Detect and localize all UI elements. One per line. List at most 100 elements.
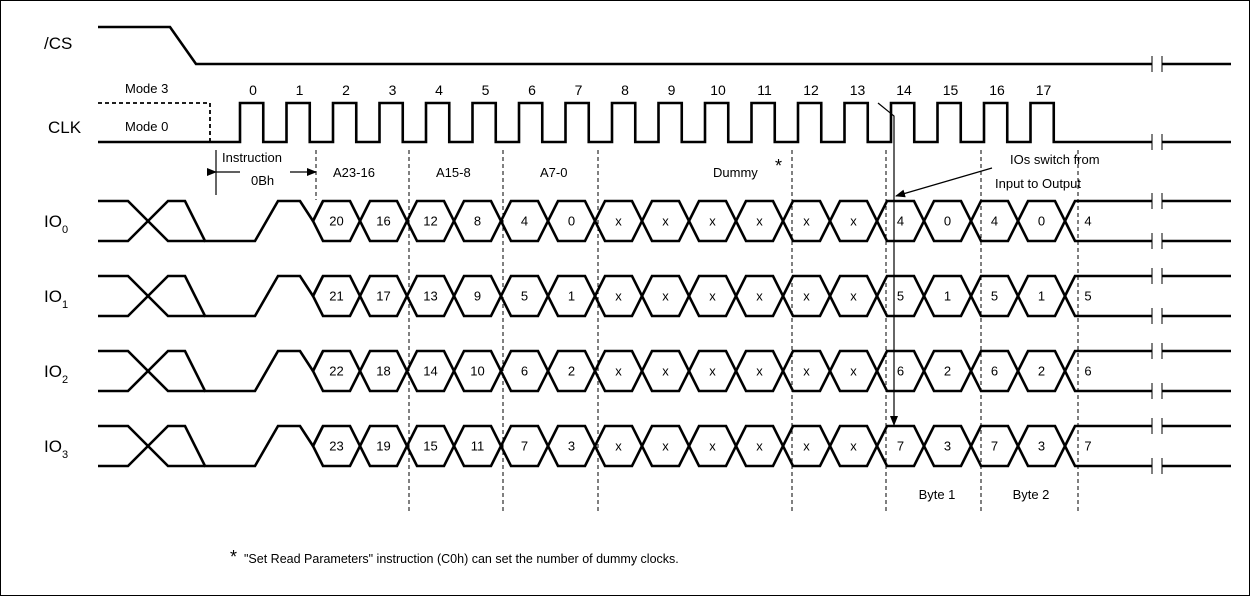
mode3-dashed-level bbox=[98, 102, 211, 142]
io-cell-value: x bbox=[662, 214, 669, 229]
clock-number-5: 5 bbox=[482, 82, 490, 98]
io-cell-value: 17 bbox=[376, 289, 390, 304]
io-cell-value: 1 bbox=[1038, 289, 1045, 304]
clock-number-9: 9 bbox=[668, 82, 676, 98]
io-cell-value: 4 bbox=[897, 214, 904, 229]
io-cell-value: 10 bbox=[470, 364, 484, 379]
io-cell-value: 5 bbox=[897, 289, 904, 304]
io-cell-value: 2 bbox=[568, 364, 575, 379]
clock-number-17: 17 bbox=[1036, 82, 1052, 98]
io-cell-value: 5 bbox=[991, 289, 998, 304]
clock-number-16: 16 bbox=[989, 82, 1005, 98]
io-cell-value: 18 bbox=[376, 364, 390, 379]
io-cell-value: 5 bbox=[1084, 289, 1091, 304]
clock-number-12: 12 bbox=[803, 82, 819, 98]
io-cell-value: 15 bbox=[423, 439, 437, 454]
clock-number-15: 15 bbox=[943, 82, 959, 98]
io0-signal-label: IO0 bbox=[44, 212, 68, 236]
footnote-asterisk: * bbox=[230, 547, 237, 567]
io-cell-value: 6 bbox=[897, 364, 904, 379]
io-rail-lower bbox=[98, 199, 315, 243]
clk-waveform bbox=[98, 101, 1152, 144]
io-cell-value: 23 bbox=[329, 439, 343, 454]
address-low-label: A7-0 bbox=[540, 165, 567, 180]
io-cell-value: 5 bbox=[521, 289, 528, 304]
clock-number-11: 11 bbox=[757, 82, 772, 98]
io-cell-value: 20 bbox=[329, 214, 343, 229]
io-cell-value: 7 bbox=[1084, 439, 1091, 454]
io3-signal-label: IO3 bbox=[44, 437, 68, 461]
io-cell-value: 8 bbox=[474, 214, 481, 229]
clock-number-10: 10 bbox=[710, 82, 726, 98]
io-cell-value: 3 bbox=[944, 439, 951, 454]
io-switch-note-line2: Input to Output bbox=[995, 176, 1081, 191]
dummy-label: Dummy bbox=[713, 165, 758, 180]
io-data-cell bbox=[1063, 424, 1152, 468]
clock-number-4: 4 bbox=[435, 82, 443, 98]
cs-signal-label: /CS bbox=[44, 34, 72, 53]
io-cell-value: 4 bbox=[1084, 214, 1091, 229]
io-cell-value: x bbox=[662, 439, 669, 454]
io-cell-value: x bbox=[615, 439, 622, 454]
io-cell-value: x bbox=[662, 289, 669, 304]
io-cell-value: x bbox=[709, 439, 716, 454]
io-cell-value: x bbox=[615, 214, 622, 229]
io-cell-value: 7 bbox=[521, 439, 528, 454]
mode0-label: Mode 0 bbox=[125, 119, 168, 134]
byte2-label: Byte 2 bbox=[1013, 487, 1050, 502]
io-cell-value: 6 bbox=[1084, 364, 1091, 379]
clock-number-13: 13 bbox=[850, 82, 866, 98]
io-cell-value: x bbox=[756, 439, 763, 454]
io-cell-value: 21 bbox=[329, 289, 343, 304]
io-cell-value: x bbox=[803, 289, 810, 304]
io-cell-value: 0 bbox=[568, 214, 575, 229]
io-data-cell bbox=[1063, 349, 1152, 393]
mode3-label: Mode 3 bbox=[125, 81, 168, 96]
io-cell-value: 7 bbox=[991, 439, 998, 454]
io-cell-value: 19 bbox=[376, 439, 390, 454]
clock-number-3: 3 bbox=[389, 82, 397, 98]
io-cell-value: x bbox=[850, 214, 857, 229]
io-cell-value: 12 bbox=[423, 214, 437, 229]
clock-number-6: 6 bbox=[528, 82, 536, 98]
io-cell-value: 9 bbox=[474, 289, 481, 304]
io-cell-value: x bbox=[803, 364, 810, 379]
io-data-cell bbox=[1063, 274, 1152, 318]
io-cell-value: 1 bbox=[568, 289, 575, 304]
io-cell-value: x bbox=[850, 364, 857, 379]
clock-number-14: 14 bbox=[896, 82, 912, 98]
io-switch-pointer-arrow bbox=[895, 167, 993, 198]
dummy-asterisk: * bbox=[775, 156, 782, 176]
io-data-cell bbox=[1063, 199, 1152, 243]
io-cell-value: x bbox=[803, 214, 810, 229]
io-cell-value: x bbox=[850, 439, 857, 454]
clock-number-2: 2 bbox=[342, 82, 350, 98]
io-cell-value: 2 bbox=[1038, 364, 1045, 379]
instruction-label: Instruction bbox=[222, 150, 282, 165]
io-cell-value: 16 bbox=[376, 214, 390, 229]
io-cell-value: x bbox=[756, 214, 763, 229]
io-cell-value: 0 bbox=[944, 214, 951, 229]
io-cell-value: 4 bbox=[991, 214, 998, 229]
cs-waveform bbox=[98, 25, 1152, 66]
io-cell-value: x bbox=[662, 364, 669, 379]
io-cell-value: 3 bbox=[568, 439, 575, 454]
instruction-code-label: 0Bh bbox=[251, 173, 274, 188]
io-cell-value: x bbox=[803, 439, 810, 454]
io-cell-value: 4 bbox=[521, 214, 528, 229]
io-rail-lower bbox=[98, 349, 315, 393]
io-cell-value: 2 bbox=[944, 364, 951, 379]
byte1-label: Byte 1 bbox=[919, 487, 956, 502]
io-cell-value: 11 bbox=[471, 439, 485, 454]
io-cell-value: x bbox=[709, 364, 716, 379]
io-rail-lower bbox=[98, 424, 315, 468]
address-mid-label: A15-8 bbox=[436, 165, 471, 180]
io-cell-value: x bbox=[615, 364, 622, 379]
address-high-label: A23-16 bbox=[333, 165, 375, 180]
clock-number-0: 0 bbox=[249, 82, 257, 98]
